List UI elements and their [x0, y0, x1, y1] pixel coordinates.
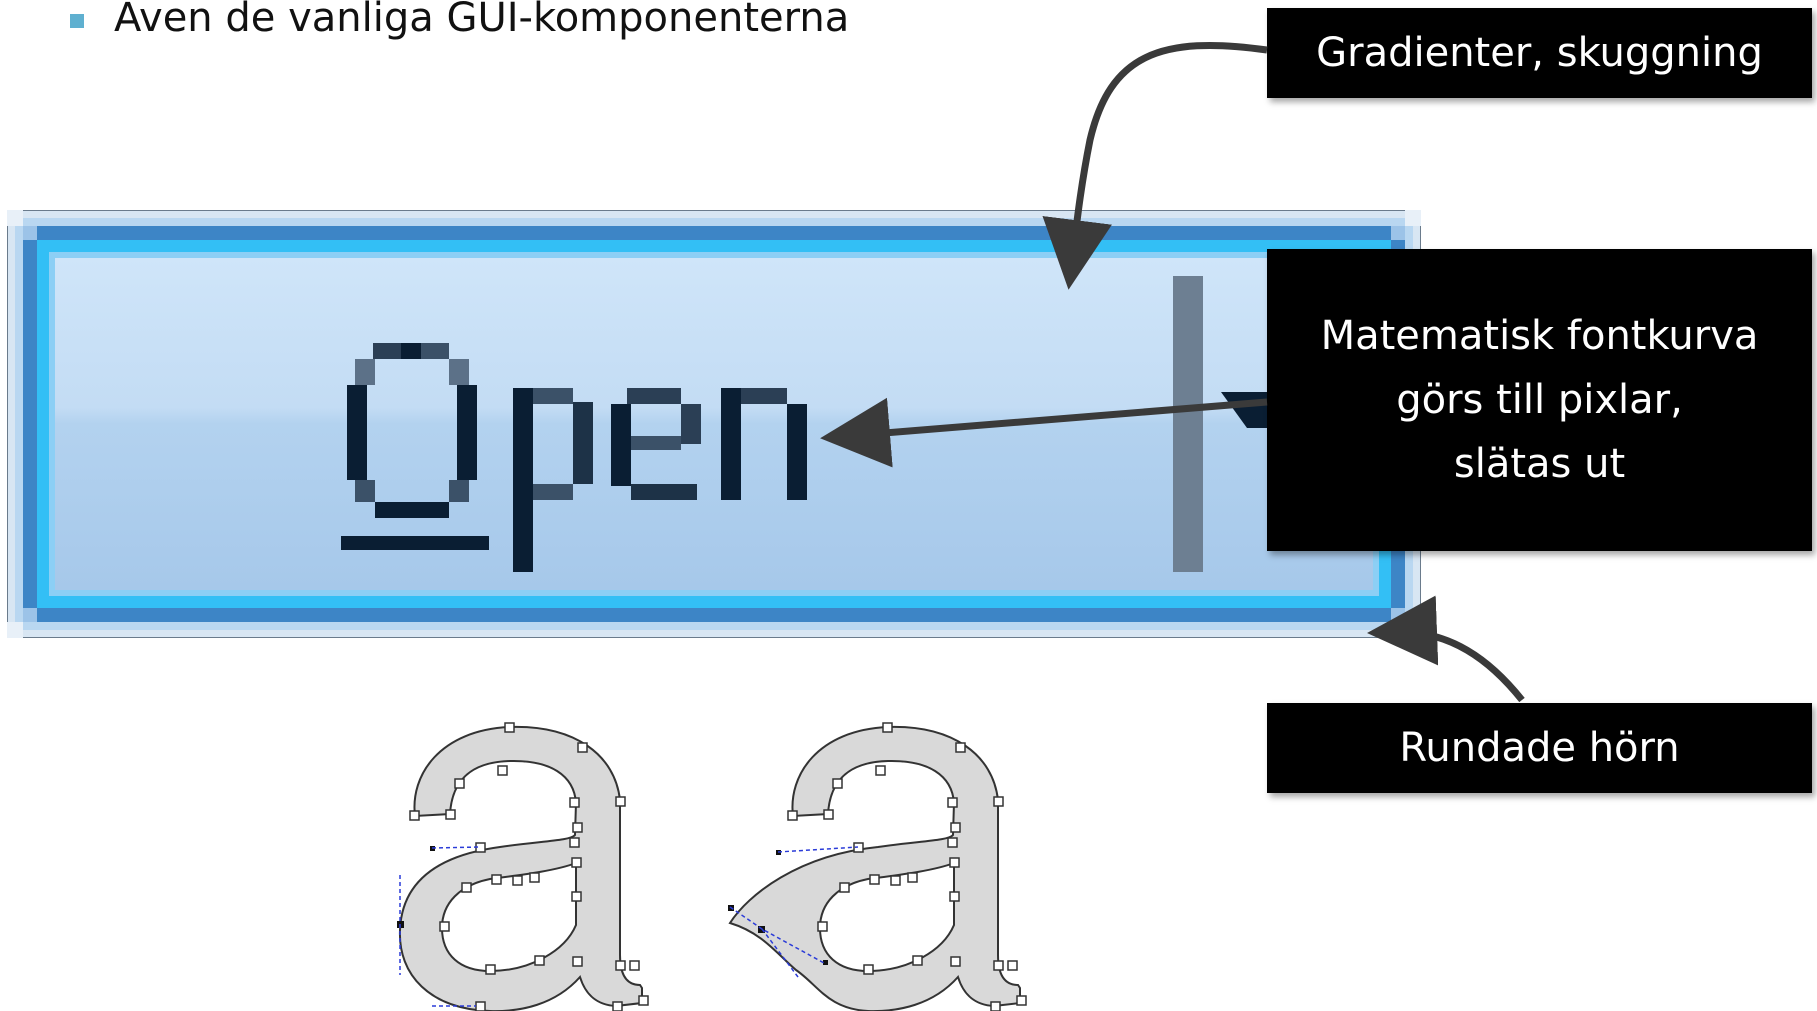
- font-curve-glyphs: [397, 722, 1027, 1011]
- square-bullet-icon: [70, 14, 84, 28]
- letter-a-outline-modified-icon: [728, 722, 1027, 1011]
- callout-math-line-1: Matematisk fontkurva: [1320, 313, 1759, 359]
- callout-math-line-3: slätas ut: [1453, 441, 1626, 487]
- arrow-rounded-corners: [1367, 595, 1525, 703]
- callout-rounded-corners: Rundade hörn: [1267, 703, 1812, 793]
- pixel-open-label: [341, 343, 807, 572]
- bullet-item: Även de vanliga GUI-komponenterna: [70, 0, 849, 48]
- zoomed-open-button: [7, 210, 1421, 638]
- callout-gradient: Gradienter, skuggning: [1267, 8, 1812, 98]
- bullet-text: Även de vanliga GUI-komponenterna: [114, 0, 850, 41]
- callout-math-line-2: görs till pixlar,: [1396, 377, 1683, 423]
- letter-a-outline-icon: [397, 722, 649, 1011]
- callout-math-curve: Matematisk fontkurva görs till pixlar, s…: [1267, 249, 1812, 551]
